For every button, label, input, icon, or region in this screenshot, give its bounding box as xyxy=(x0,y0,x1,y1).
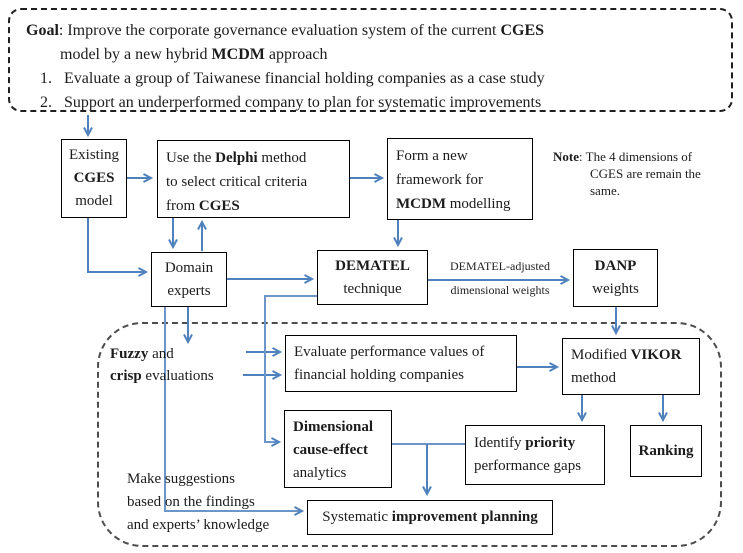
note-text: Note: The 4 dimensions of CGES are remai… xyxy=(553,148,733,199)
box-dimensional-cause-effect: Dimensional cause-effect analytics xyxy=(284,410,392,488)
box-existing-cges-model: Existing CGES model xyxy=(61,139,127,218)
note-line-1: Note: The 4 dimensions of xyxy=(553,149,693,164)
arrow-existing-to-domain-experts xyxy=(87,218,149,277)
box-evaluate-performance: Evaluate performance values of financial… xyxy=(285,335,517,392)
arrow-suggestions-to-systematic xyxy=(164,307,305,516)
note-line-3: same. xyxy=(590,183,620,198)
arrow-dematel-to-dimensional xyxy=(264,295,317,447)
box-modified-vikor: Modified VIKOR method xyxy=(562,338,700,395)
goal-line-2: model by a new hybrid MCDM approach xyxy=(60,46,328,63)
note-line-2: CGES are remain the xyxy=(590,166,701,181)
box-domain-experts: Domain experts xyxy=(151,252,227,307)
make-suggestions-text: Make suggestions based on the findings a… xyxy=(127,471,270,533)
goal-item-1: 1.Evaluate a group of Taiwanese financia… xyxy=(40,70,545,87)
fuzzy-crisp-evaluations-text: Fuzzy and crisp evaluations xyxy=(110,346,214,384)
box-systematic-improvement-planning: Systematic improvement planning xyxy=(307,500,553,535)
box-identify-priority-gaps: Identify priority performance gaps xyxy=(465,425,605,485)
goal-item-2: 2.Support an underperformed company to p… xyxy=(40,94,542,111)
box-danp-weights: DANP weights xyxy=(573,249,658,307)
dashed-region-case-study xyxy=(97,322,722,547)
box-mcdm-framework: Form a new framework for MCDM modelling xyxy=(387,138,533,220)
dematel-adjusted-weights-label: DEMATEL-adjusted dimensional weights xyxy=(450,259,550,297)
box-delphi-method: Use the Delphi method to select critical… xyxy=(157,140,350,218)
goal-line-1: Goal: Improve the corporate governance e… xyxy=(26,22,545,39)
goal-box: Goal: Improve the corporate governance e… xyxy=(8,8,733,112)
box-ranking: Ranking xyxy=(630,425,702,477)
box-dematel-technique: DEMATEL technique xyxy=(317,250,428,305)
